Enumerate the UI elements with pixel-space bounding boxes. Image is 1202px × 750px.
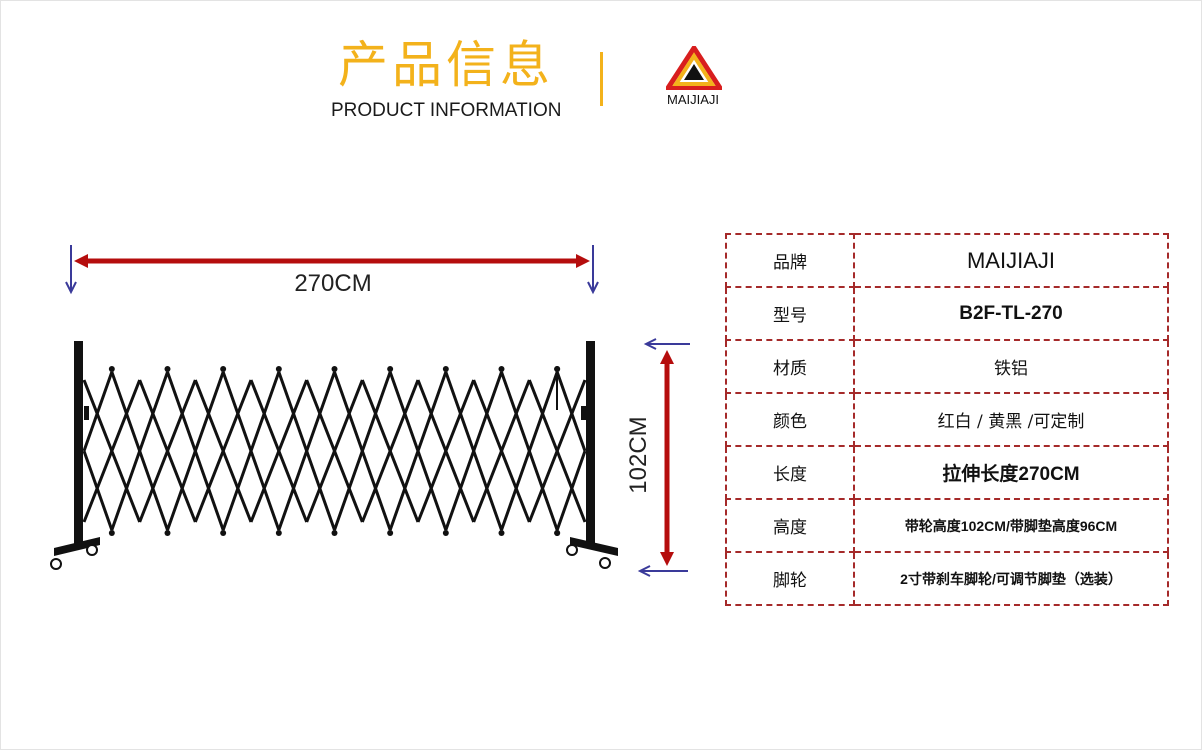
spec-key: 脚轮 xyxy=(725,551,855,606)
spec-key: 颜色 xyxy=(725,392,855,447)
logo-text: MAIJIAJI xyxy=(666,92,719,107)
height-label: 102CM xyxy=(625,416,652,494)
lattice-joint xyxy=(554,530,561,536)
spec-row-length: 长度 拉伸长度270CM xyxy=(725,445,1169,500)
lattice-joint xyxy=(164,530,171,536)
right-wheel-2 xyxy=(566,544,578,556)
height-tick-bottom-arrow xyxy=(637,565,651,577)
lattice-joint xyxy=(164,366,171,372)
lattice-joint xyxy=(498,530,505,536)
spec-value: 拉伸长度270CM xyxy=(853,445,1169,500)
spec-value: B2F-TL-270 xyxy=(853,286,1169,341)
lattice-joint xyxy=(498,366,505,372)
right-foot xyxy=(570,537,618,556)
lattice-joint xyxy=(387,366,394,372)
left-hinge xyxy=(84,406,89,420)
page-title-en: PRODUCT INFORMATION xyxy=(331,100,562,121)
height-dimension xyxy=(637,338,690,577)
spec-value: 铁铝 xyxy=(853,339,1169,394)
lattice-joint xyxy=(442,530,449,536)
lattice-joint xyxy=(220,530,227,536)
spec-row-brand: 品牌 MAIJIAJI xyxy=(725,233,1169,288)
lattice-joint xyxy=(108,530,115,536)
left-foot xyxy=(54,537,100,556)
spec-table: 品牌 MAIJIAJI 型号 B2F-TL-270 材质 铁铝 颜色 红白 / … xyxy=(725,233,1169,606)
spec-row-height: 高度 带轮高度102CM/带脚垫高度96CM xyxy=(725,498,1169,553)
left-wheel-2 xyxy=(86,544,98,556)
product-diagram xyxy=(50,245,690,577)
right-hinge xyxy=(581,406,586,420)
spec-row-casters: 脚轮 2寸带刹车脚轮/可调节脚垫（选装） xyxy=(725,551,1169,606)
spec-row-color: 颜色 红白 / 黄黑 /可定制 xyxy=(725,392,1169,447)
lattice-joint xyxy=(387,530,394,536)
spec-row-material: 材质 铁铝 xyxy=(725,339,1169,394)
width-tick-left-arrow xyxy=(65,281,77,295)
width-arrow-head-left xyxy=(74,254,88,268)
lattice-bar xyxy=(527,379,587,523)
triangle-logo-icon xyxy=(666,46,722,90)
width-arrow-head-right xyxy=(576,254,590,268)
lattice-bar xyxy=(249,379,309,523)
spec-value: 2寸带刹车脚轮/可调节脚垫（选装） xyxy=(853,551,1169,606)
height-tick-top-arrow xyxy=(643,338,657,350)
spec-key: 品牌 xyxy=(725,233,855,288)
lattice-joint xyxy=(331,530,338,536)
left-post xyxy=(74,341,83,546)
width-dimension xyxy=(65,245,599,295)
lattice-joint xyxy=(442,366,449,372)
lattice-bar xyxy=(193,379,253,523)
height-arrow-head-top xyxy=(660,350,674,364)
spec-row-model: 型号 B2F-TL-270 xyxy=(725,286,1169,341)
lattice-joint xyxy=(331,366,338,372)
lattice-bar xyxy=(82,379,142,523)
spec-key: 材质 xyxy=(725,339,855,394)
lattice-bar xyxy=(138,379,197,523)
height-arrow-head-bottom xyxy=(660,552,674,566)
spec-key: 高度 xyxy=(725,498,855,553)
right-wheel-1 xyxy=(599,557,611,569)
spec-key: 长度 xyxy=(725,445,855,500)
expandable-barrier-gate-icon xyxy=(50,341,618,570)
spec-value: 带轮高度102CM/带脚垫高度96CM xyxy=(853,498,1169,553)
header-divider xyxy=(600,52,603,106)
lattice-bar xyxy=(416,379,476,523)
lattice-bar xyxy=(360,379,420,523)
lattice-bar xyxy=(472,379,531,523)
page-title-cn: 产品信息 xyxy=(338,36,554,94)
lattice-joint xyxy=(275,530,282,536)
width-label: 270CM xyxy=(294,270,372,297)
spec-value: 红白 / 黄黑 /可定制 xyxy=(853,392,1169,447)
lattice-joint xyxy=(554,366,561,372)
lattice-bar xyxy=(305,379,364,523)
spec-value: MAIJIAJI xyxy=(853,233,1169,288)
spec-key: 型号 xyxy=(725,286,855,341)
left-wheel-1 xyxy=(50,558,62,570)
lattice-joint xyxy=(108,366,115,372)
brand-logo: MAIJIAJI xyxy=(658,46,728,110)
width-tick-right-arrow xyxy=(587,281,599,295)
lattice-joint xyxy=(220,366,227,372)
right-post xyxy=(586,341,595,546)
lattice-joint xyxy=(275,366,282,372)
